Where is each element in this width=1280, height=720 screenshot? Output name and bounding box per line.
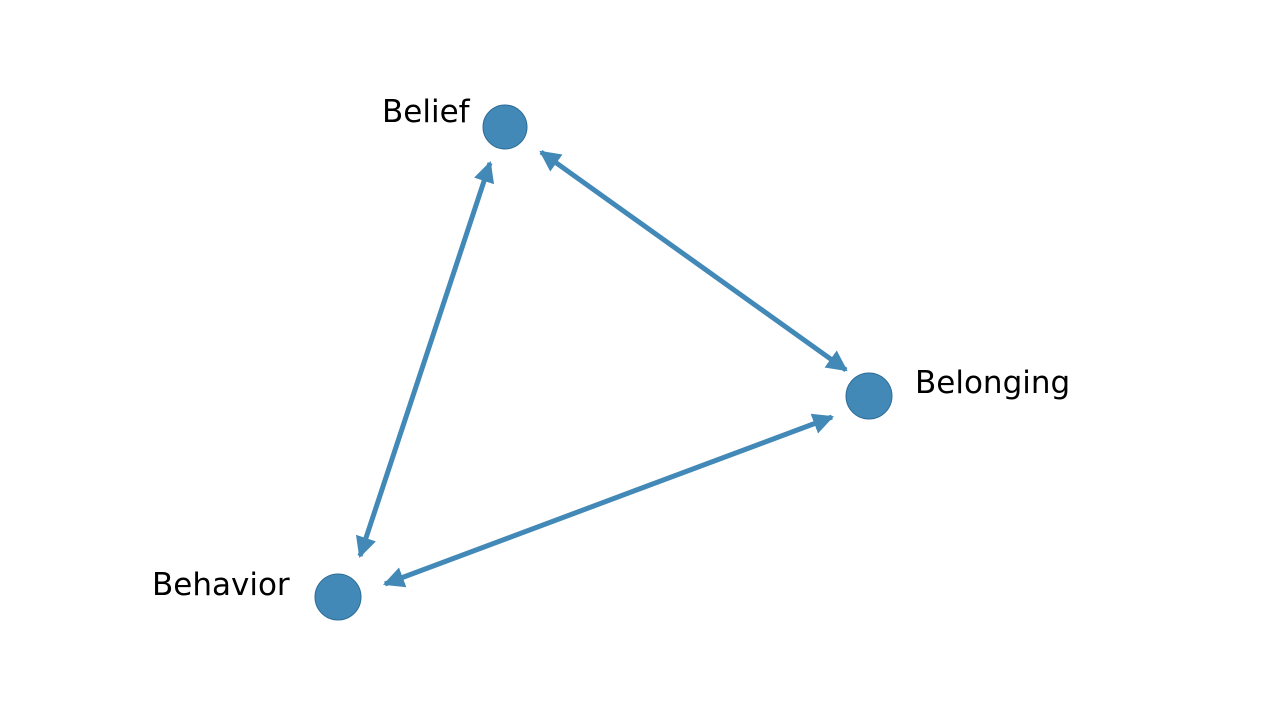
arrow-belief-belonging (539, 149, 848, 373)
node-belonging (845, 372, 893, 420)
arrow-belief-behavior (355, 161, 495, 558)
arrow-behavior-belonging (383, 413, 834, 588)
node-behavior (314, 573, 362, 621)
node-label-belief: Belief (382, 94, 470, 130)
node-belief (482, 104, 528, 150)
node-label-behavior: Behavior (152, 567, 290, 603)
node-label-belonging: Belonging (915, 365, 1071, 401)
